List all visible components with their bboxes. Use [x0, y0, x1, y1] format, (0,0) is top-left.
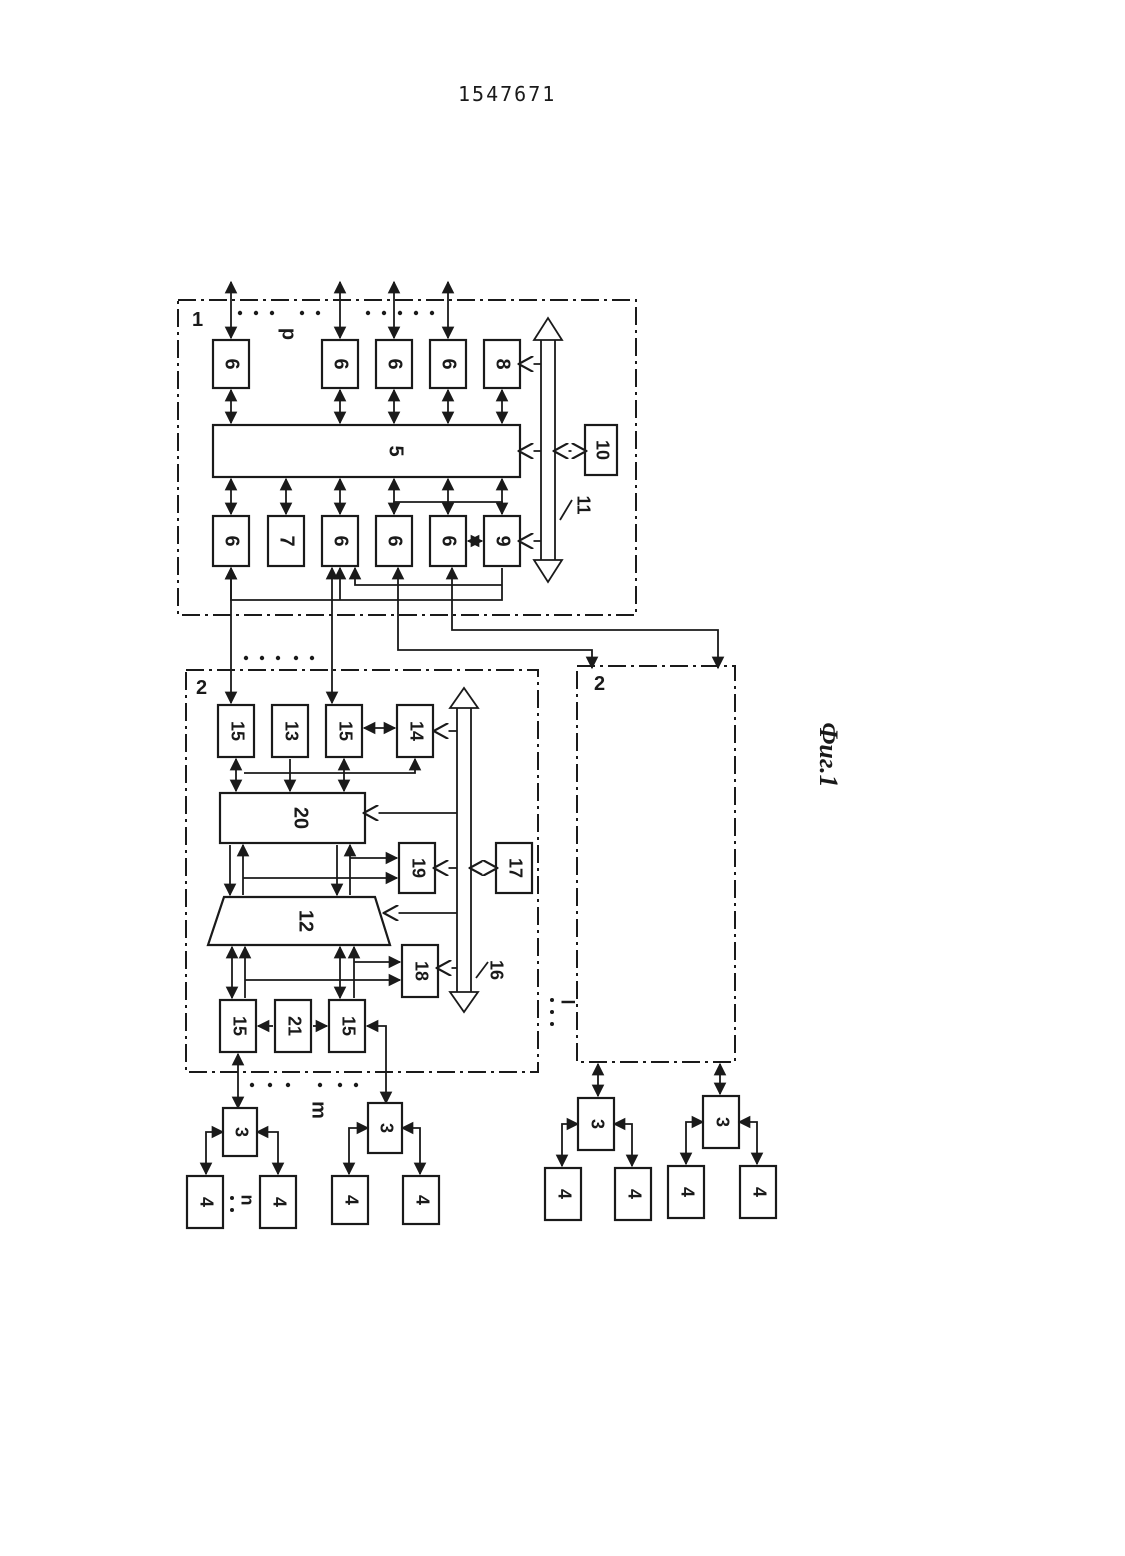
unit-1-label: 1 [192, 309, 203, 331]
block-6-lower-3-label: 6 [384, 535, 406, 546]
bus-11-label: 11 [573, 495, 593, 514]
block-6-upper-4-label: 6 [438, 358, 460, 369]
block-5 [213, 425, 520, 477]
block-15-bottom-1-label: 15 [229, 1016, 249, 1036]
label-l: l [557, 999, 577, 1004]
figure-caption: Фиг.1 [814, 722, 843, 787]
block-15-bottom-2-label: 15 [338, 1016, 358, 1036]
device-4-label: 4 [341, 1195, 361, 1205]
device-4-label: 4 [269, 1197, 289, 1207]
bus-16 [457, 700, 471, 1000]
block-12-label: 12 [295, 910, 317, 932]
block-6-lower-2-label: 6 [330, 535, 352, 546]
bus-11 [541, 330, 555, 570]
device-4-label: 4 [412, 1195, 432, 1205]
devices-right-1: 3 4 4 [545, 1098, 651, 1220]
unit-2-label: 2 [196, 677, 207, 699]
unit-2-right-frame [577, 666, 735, 1062]
device-3-label: 3 [376, 1123, 396, 1133]
bus-11-tick [560, 500, 572, 520]
block-17-label: 17 [505, 858, 525, 878]
lower-dots [250, 1083, 358, 1087]
block-21-label: 21 [284, 1016, 304, 1036]
device-4-label: 4 [749, 1187, 769, 1197]
block-9-label: 9 [492, 535, 514, 546]
label-n: n [237, 1195, 257, 1206]
device-3-label: 3 [587, 1119, 607, 1129]
device-4-label: 4 [554, 1189, 574, 1199]
device-4-label: 4 [196, 1197, 216, 1207]
bus-11-arrows [534, 318, 562, 582]
block-15-top-1-label: 15 [227, 721, 247, 741]
devices-right-2: 3 4 4 [668, 1096, 776, 1218]
bus-16-tick [476, 962, 488, 978]
devices-left-1: 3 4 4 n [187, 1108, 296, 1228]
block-7-label: 7 [276, 535, 298, 546]
device-3-label: 3 [231, 1127, 251, 1137]
middle-dots [244, 656, 314, 660]
upper-dots [238, 311, 434, 315]
block-8-label: 8 [492, 358, 514, 369]
block-6-lower-4-label: 6 [438, 535, 460, 546]
unit-2-right-label: 2 [594, 673, 605, 695]
label-m: m [308, 1101, 330, 1119]
l-dots [550, 998, 554, 1026]
bus-16-arrows [450, 688, 478, 1012]
block-13-label: 13 [281, 721, 301, 741]
block-6-upper-1-label: 6 [221, 358, 243, 369]
block-19-label: 19 [408, 858, 428, 878]
block-5-label: 5 [385, 445, 407, 456]
bus-16-label: 16 [486, 960, 506, 980]
label-p: p [278, 328, 300, 340]
block-6-upper-2-label: 6 [330, 358, 352, 369]
block-15-top-2-label: 15 [335, 721, 355, 741]
block-20-label: 20 [290, 807, 312, 829]
device-3-label: 3 [712, 1117, 732, 1127]
device-4-label: 4 [624, 1189, 644, 1199]
device-4-label: 4 [677, 1187, 697, 1197]
block-6-upper-3-label: 6 [384, 358, 406, 369]
block-14-label: 14 [406, 721, 426, 741]
block-6-lower-1-label: 6 [221, 535, 243, 546]
block-10-label: 10 [592, 440, 612, 460]
devices-left-2: 3 4 4 [332, 1103, 439, 1224]
block-18-label: 18 [411, 961, 431, 981]
